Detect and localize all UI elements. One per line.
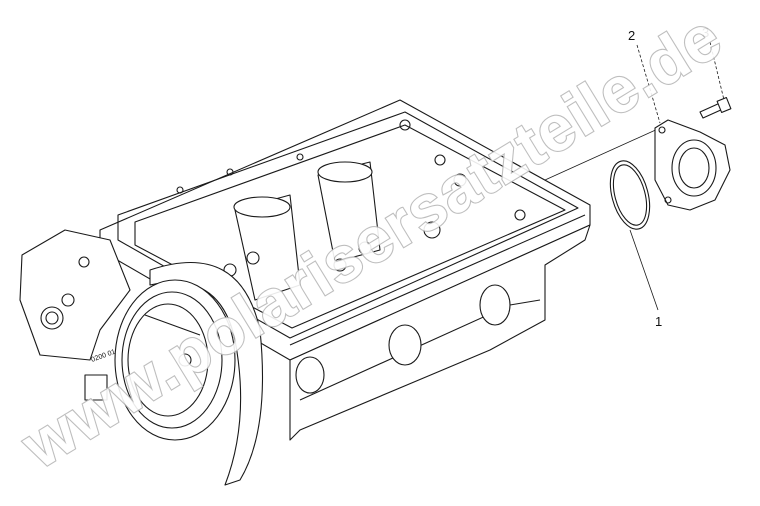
part-bolt bbox=[699, 97, 732, 119]
part-ring-seal bbox=[609, 160, 651, 230]
callout-2: 2 bbox=[628, 28, 635, 43]
cylinder-head-drawing: 0200 01 bbox=[19, 99, 591, 486]
bolt-holes bbox=[176, 119, 526, 277]
callout-1: 1 bbox=[655, 314, 662, 329]
part-housing-flange bbox=[654, 119, 731, 211]
assembly-axis-line bbox=[544, 127, 661, 181]
callout-3: 3 bbox=[702, 25, 709, 40]
leader-line-2 bbox=[636, 44, 661, 124]
leader-line-1 bbox=[629, 229, 659, 311]
